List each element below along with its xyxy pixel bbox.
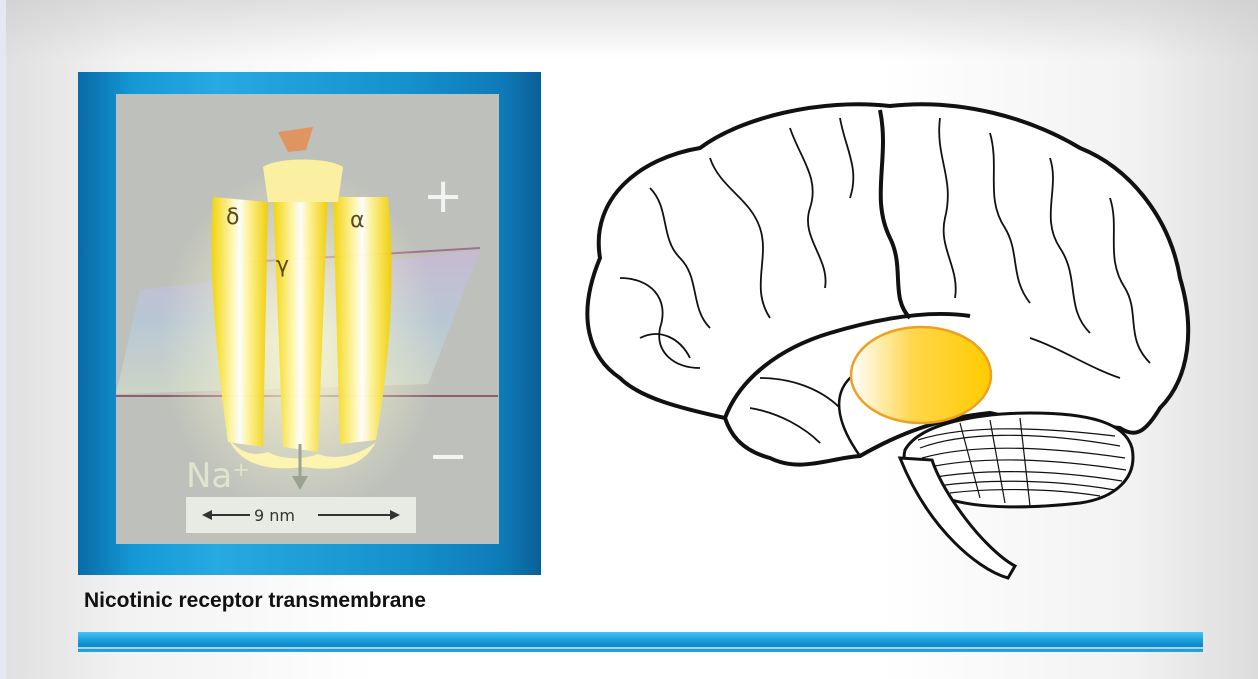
label-plus: + <box>423 168 463 224</box>
slide-header-shade <box>0 0 1258 60</box>
slide-left-edge <box>0 0 6 679</box>
label-delta: δ <box>226 205 239 230</box>
slide-divider-highlight <box>78 647 1203 649</box>
brain-illustration <box>560 78 1210 598</box>
slide-divider-bar <box>78 632 1203 652</box>
label-gamma: γ <box>276 253 289 278</box>
scale-label: 9 nm <box>254 506 295 525</box>
label-ion: Na⁺ <box>186 456 250 496</box>
receptor-image-frame: δ γ α + − Na⁺ 9 nm <box>78 72 541 575</box>
label-minus: − <box>428 428 468 484</box>
receptor-illustration: δ γ α + − Na⁺ 9 nm <box>78 72 541 575</box>
image-caption: Nicotinic receptor transmembrane <box>84 589 564 613</box>
label-alpha: α <box>350 208 365 233</box>
highlight-region <box>851 327 991 423</box>
